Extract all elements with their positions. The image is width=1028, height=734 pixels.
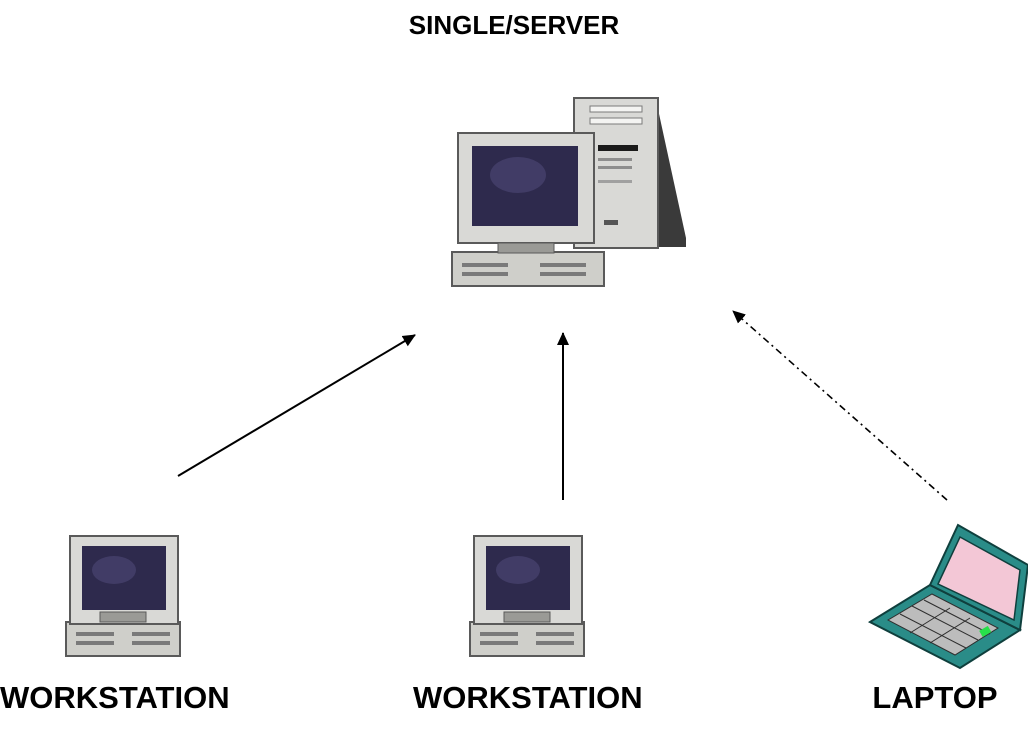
diagram-title: SINGLE/SERVER <box>408 10 620 40</box>
server-tower-icon <box>451 97 686 287</box>
workstation-icon <box>469 535 585 657</box>
edge-laptop-to-server <box>732 310 948 501</box>
workstation-left-label: WORKSTATION <box>0 680 230 715</box>
laptop-label: LAPTOP <box>872 680 998 715</box>
workstation-center-label: WORKSTATION <box>413 680 643 715</box>
edge-workstation-left-to-server <box>177 334 416 477</box>
workstation-icon <box>65 535 181 657</box>
laptop-icon <box>867 523 1028 670</box>
